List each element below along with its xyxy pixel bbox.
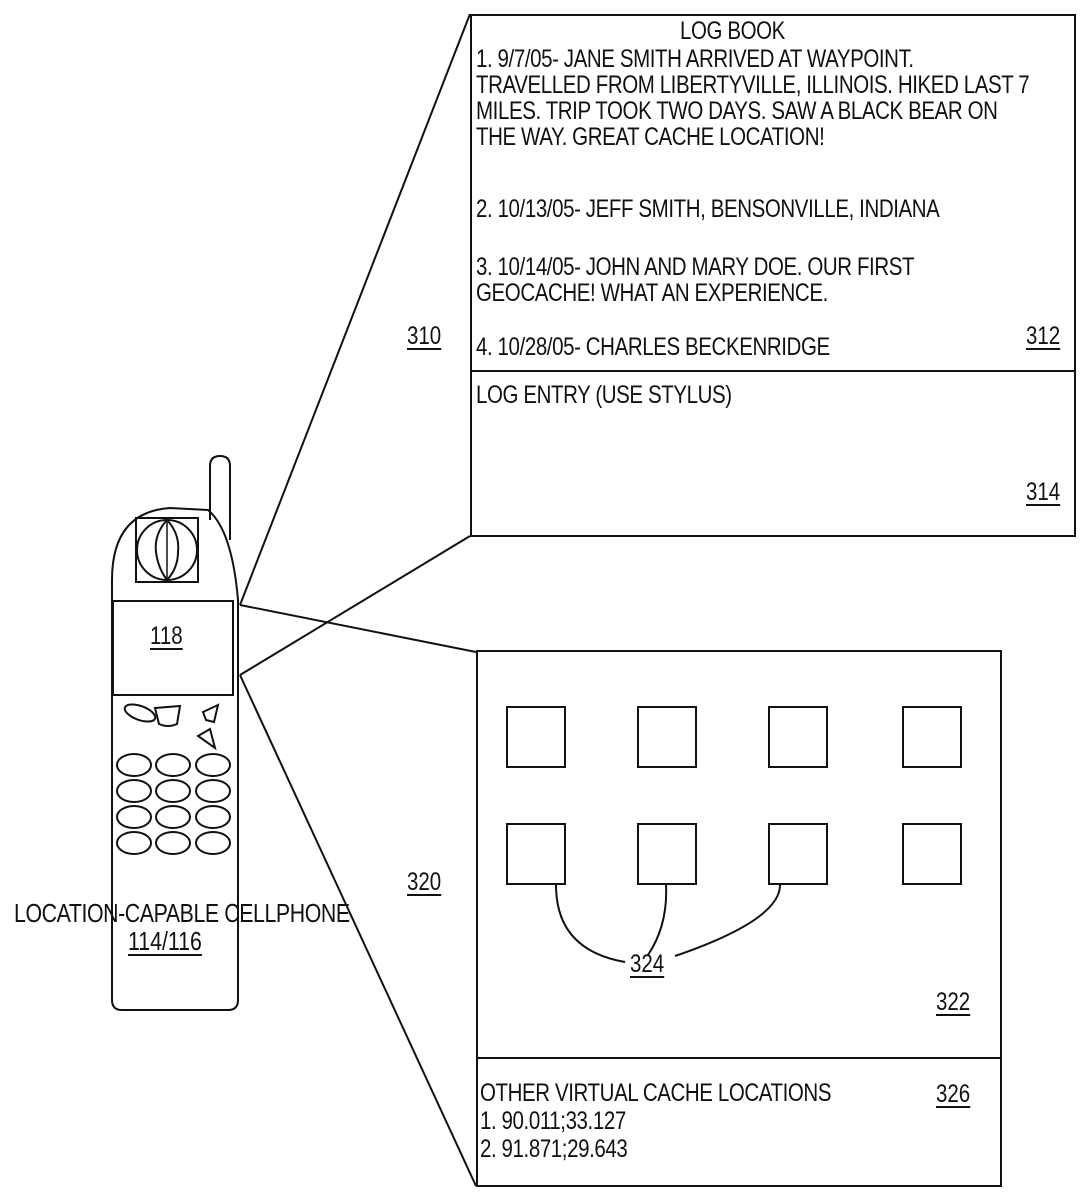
leader-line [556,885,625,962]
other-location-item[interactable]: 2. 91.871;29.643 [480,1136,627,1163]
leader-line [675,885,780,956]
other-locations-ref: 326 [936,1080,970,1109]
cache-grid-ref: 322 [936,988,970,1017]
other-locations-title: OTHER VIRTUAL CACHE LOCATIONS [480,1080,831,1107]
leader-line [648,885,666,955]
other-location-item[interactable]: 1. 90.011;33.127 [480,1108,626,1135]
cache-cells-ref: 324 [630,950,664,979]
